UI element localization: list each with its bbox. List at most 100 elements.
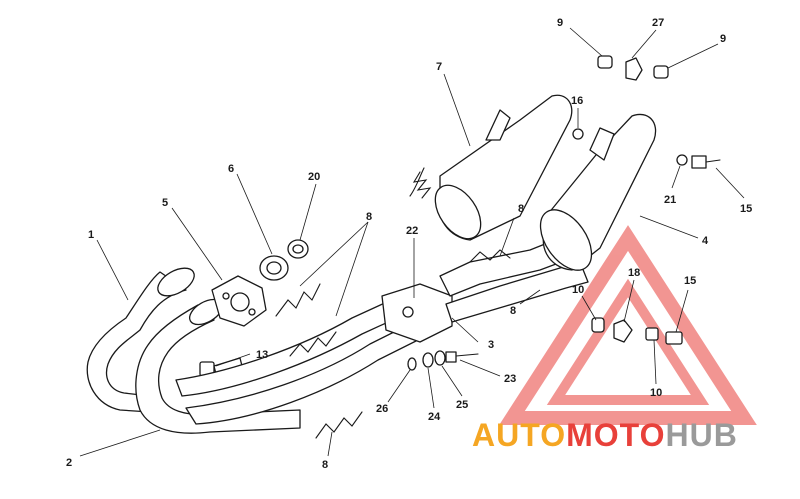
silencer-left-end	[434, 184, 482, 240]
callout-24: 24	[428, 411, 441, 423]
callout-8-lower-rear: 8	[510, 305, 516, 317]
callout-16: 16	[571, 95, 583, 107]
hardware-right	[591, 317, 683, 345]
bolt-15-top-shaft	[705, 159, 721, 163]
callout-23: 23	[504, 373, 516, 385]
bolt-9-right	[653, 65, 669, 79]
callout-20: 20	[308, 171, 320, 183]
leader-6	[236, 173, 273, 255]
bolt-15-lower	[665, 331, 683, 345]
callout-4: 4	[702, 235, 709, 247]
gasket-inner	[266, 261, 282, 275]
bolt-15-top-head	[691, 155, 707, 169]
leader-27	[631, 29, 657, 59]
leader-20	[299, 183, 317, 241]
watermark-triangle-inner	[546, 278, 710, 405]
spring-mid	[289, 331, 337, 357]
grommet-27	[625, 57, 643, 81]
leader-2	[79, 429, 161, 457]
hardware-top-right	[572, 55, 721, 169]
leader-24	[427, 367, 435, 409]
callout-5: 5	[162, 197, 168, 209]
seal-ring	[287, 239, 309, 259]
spring-bottom	[315, 411, 363, 439]
leader-21	[671, 165, 681, 189]
watermark-word-auto: AUTO	[472, 417, 566, 453]
callout-labels: 1 2 3 4 5 6 7 8 8 8 8 9 9 10 10 13 15 15…	[66, 17, 752, 471]
leader-23	[459, 359, 501, 377]
callout-18: 18	[628, 267, 640, 279]
leader-15b	[675, 289, 689, 333]
washer-25	[434, 350, 446, 366]
callout-1: 1	[88, 229, 94, 241]
bolt-23-shaft	[455, 353, 479, 357]
leader-10b	[653, 339, 657, 385]
callout-15-lower: 15	[684, 275, 696, 287]
callout-8-bottom: 8	[322, 459, 328, 471]
gasket	[259, 255, 289, 281]
flange-plate-hole-right	[248, 308, 256, 316]
washer-21	[676, 154, 688, 166]
callout-26: 26	[376, 403, 388, 415]
hardware-center	[407, 350, 479, 371]
header-pipe-2	[135, 304, 301, 434]
callout-21: 21	[664, 194, 676, 206]
leader-3	[451, 317, 479, 343]
washer-24	[422, 352, 434, 368]
callout-10-upper: 10	[572, 284, 584, 296]
silencer-right-end	[539, 209, 593, 271]
silencer-left	[434, 94, 573, 241]
watermark-word-hub: HUB	[665, 417, 737, 453]
leader-9b	[667, 43, 719, 69]
collector-box	[381, 283, 453, 343]
leader-8b	[499, 217, 515, 257]
callout-3: 3	[488, 339, 494, 351]
callout-6: 6	[228, 163, 234, 175]
leader-4	[639, 215, 699, 239]
callout-13: 13	[256, 349, 268, 361]
leader-8c	[519, 289, 541, 305]
leader-5	[171, 207, 223, 281]
callout-9-left: 9	[557, 17, 563, 29]
callout-9-right: 9	[720, 33, 726, 45]
leader-8a-1	[299, 221, 369, 287]
watermark-logo	[499, 225, 757, 425]
callout-22: 22	[406, 225, 418, 237]
flange-plate-hole-center	[230, 292, 250, 312]
leader-10a	[581, 295, 597, 321]
leader-1	[96, 239, 129, 301]
spring-flange	[275, 283, 321, 317]
bushing-10-right	[645, 327, 659, 341]
callout-7: 7	[436, 61, 442, 73]
leader-8d	[327, 431, 333, 457]
grommet-18	[613, 319, 633, 343]
springs	[275, 167, 511, 439]
leader-13	[215, 353, 251, 367]
leader-18	[623, 279, 635, 323]
silencer-left-bracket	[485, 109, 511, 141]
callout-15-top: 15	[740, 203, 752, 215]
spring-top	[409, 167, 432, 199]
seal-ring-inner	[292, 244, 304, 254]
silencer-right-bracket	[589, 127, 615, 161]
leader-lines	[79, 27, 745, 457]
collector-box-port	[402, 306, 414, 318]
leader-25	[441, 365, 463, 397]
silencer-right	[539, 113, 657, 271]
bolt-23-head	[445, 351, 457, 363]
callout-10-lower: 10	[650, 387, 662, 399]
header-pipe-1-flange-end	[157, 267, 195, 297]
link-pipe-lower	[445, 261, 589, 323]
bolt-9-left	[597, 55, 613, 69]
watermark-triangle-outer	[499, 225, 757, 425]
watermark-word-moto: MOTO	[566, 417, 665, 453]
leader-9a	[569, 27, 603, 57]
leader-15a	[715, 167, 745, 199]
nut-16	[572, 128, 584, 140]
watermark-wordmark: AUTOMOTOHUB	[472, 417, 738, 453]
callout-8-rear: 8	[518, 203, 524, 215]
leader-7	[443, 73, 471, 147]
leader-8a-2	[335, 221, 369, 317]
